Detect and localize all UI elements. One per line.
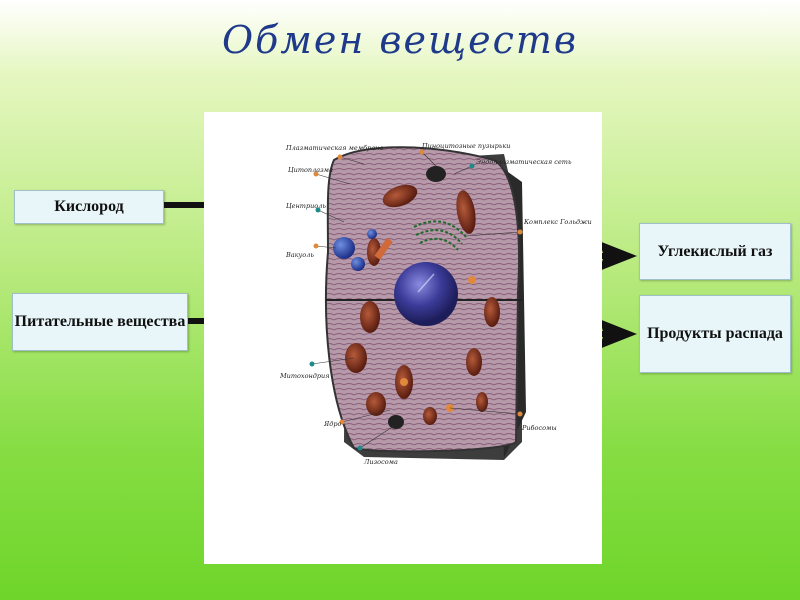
label-vesicles: Пиноцитозные пузырьки <box>421 142 510 150</box>
label-ribosomes: Рибосомы <box>521 424 557 432</box>
nucleus <box>394 262 458 326</box>
mitochondria-group <box>345 184 500 425</box>
pinocytic-vesicle <box>426 166 446 182</box>
waste-products-box: Продукты распада <box>639 295 791 373</box>
carbon-dioxide-box: Углекислый газ <box>639 223 791 280</box>
label-cytoplasm: Цитоплазма <box>288 166 333 174</box>
oxygen-box: Кислород <box>14 190 164 224</box>
vacuole <box>333 237 355 259</box>
label-golgi: Комплекс Гольджи <box>523 218 592 226</box>
slide-title: Обмен веществ <box>221 18 578 62</box>
lysosome <box>388 415 404 429</box>
nutrients-box: Питательные вещества <box>12 293 188 351</box>
label-lysosome: Лизосома <box>363 458 398 466</box>
label-membrane: Плазматическая мембрана <box>285 144 383 152</box>
label-centriole: Центриоль <box>286 202 326 210</box>
label-mitochondria: Митохондрия <box>279 372 330 380</box>
golgi-apparatus <box>413 220 467 251</box>
cell-illustration: Плазматическая мембрана Пиноцитозные пуз… <box>204 112 602 564</box>
label-nucleus: Ядро <box>323 420 342 428</box>
label-er: Эндоплазматическая сеть <box>476 158 572 166</box>
centriole <box>374 237 393 260</box>
label-vacuole: Вакуоль <box>285 251 314 259</box>
